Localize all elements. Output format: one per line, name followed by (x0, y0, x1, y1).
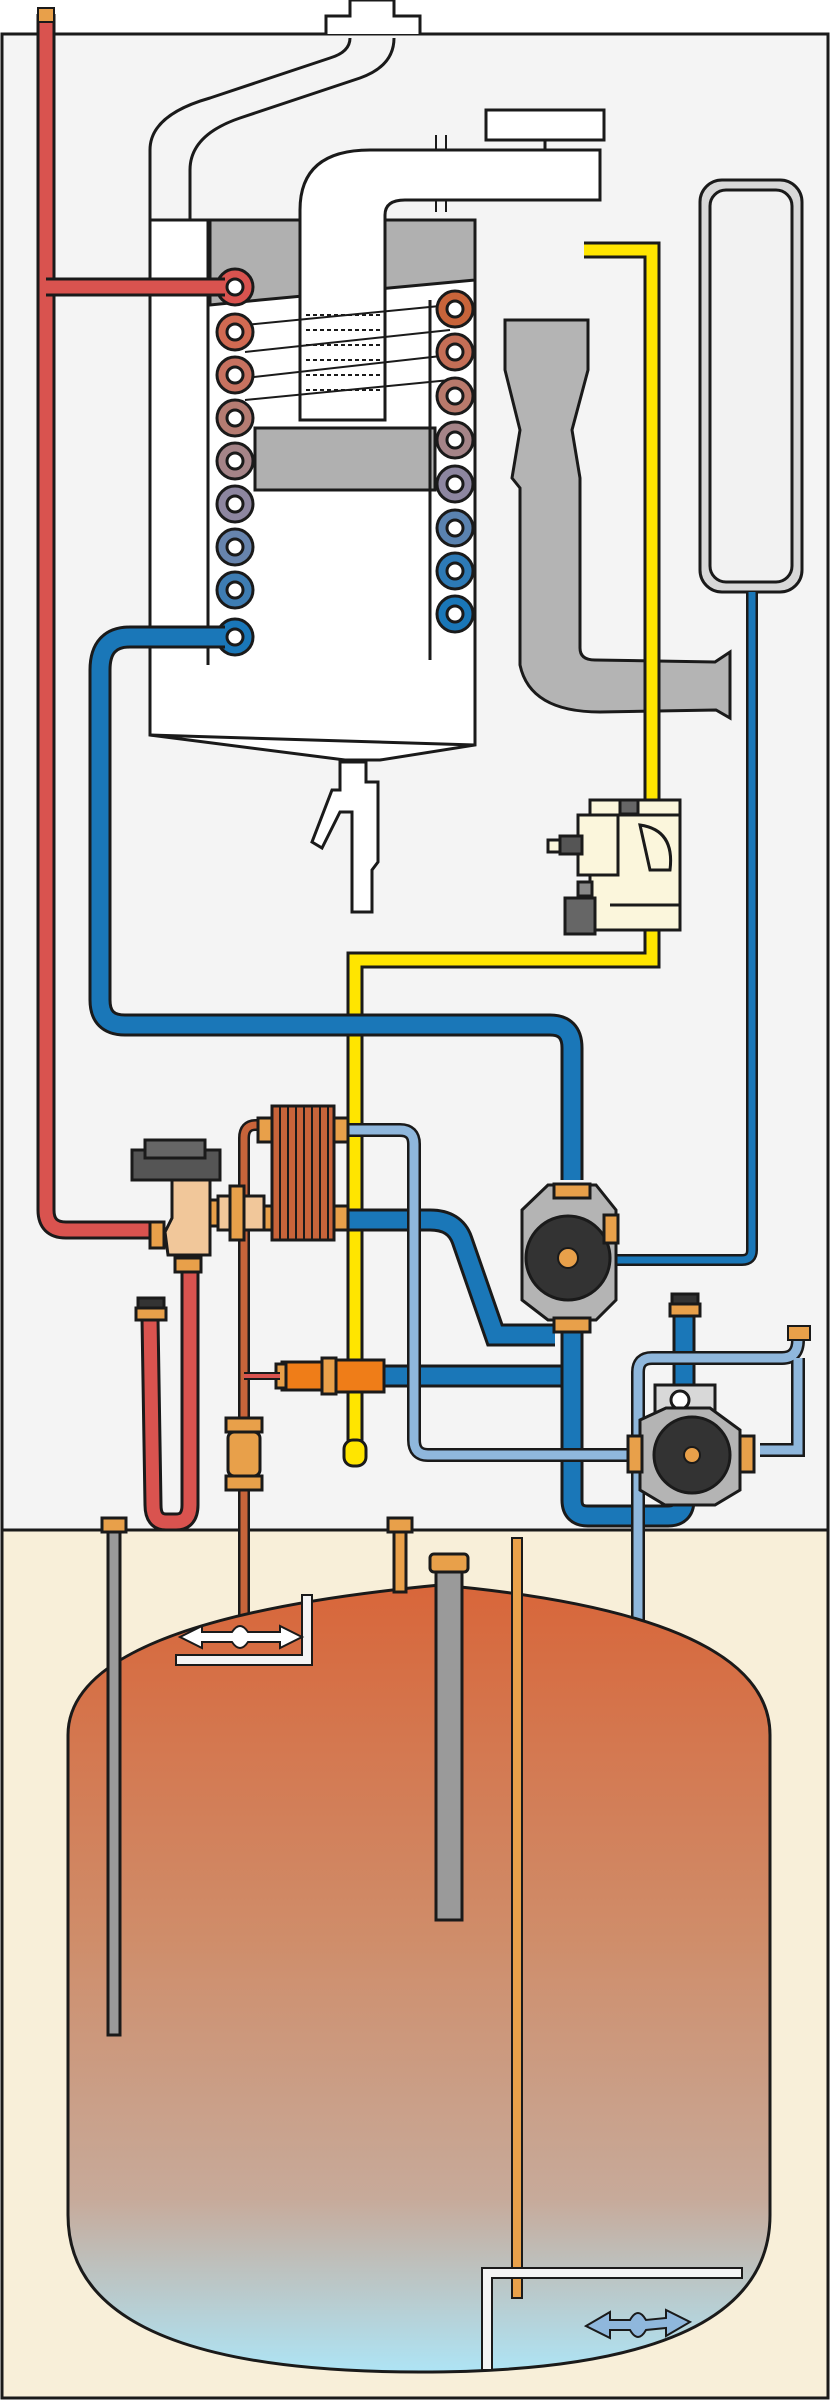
cold-inlet-pipe-fill (633, 1330, 803, 2300)
gas-valve (546, 798, 682, 936)
tank-sensor-thin (511, 1537, 523, 2299)
insulation-middle (253, 426, 437, 492)
air-duct-inner (188, 37, 396, 665)
coil-right (435, 289, 475, 634)
expansion-line-fill (610, 592, 756, 1264)
plate-heat-exchanger (216, 1104, 350, 1242)
air-duct-outer (148, 37, 352, 735)
coil-left (215, 267, 255, 657)
bottom-diffuser-arrows (583, 2308, 693, 2340)
top-diffuser (175, 1594, 313, 1666)
hot-water-tank (66, 1583, 772, 2374)
dhw-pipe-fill (340, 1125, 640, 1460)
flue-outlet (324, 0, 422, 34)
flow-pipe-cap (37, 7, 55, 23)
chamber-floor (149, 733, 476, 747)
return-pipe-blue-fill (91, 628, 581, 1180)
cold-inlet-fitting (787, 1325, 811, 1341)
primary-pump (520, 1182, 620, 1334)
gas-pipe-fill (349, 244, 658, 1448)
secondary-pump (626, 1292, 756, 1507)
flow-pipe-red-fill (39, 14, 160, 1237)
bottom-diffuser (481, 2267, 743, 2371)
flue-elbow (298, 148, 602, 422)
air-intake (503, 318, 732, 721)
condensate-trap (310, 760, 380, 914)
red-loop-pipe-fill (143, 1262, 197, 1529)
coil-links (244, 304, 451, 401)
gas-inlet-cap (342, 1438, 368, 1468)
tank-fitting-top (386, 1516, 414, 1594)
expansion-vessel-inner (708, 188, 794, 584)
bypass-valve (274, 1356, 386, 1396)
anode-rod (428, 1552, 470, 1922)
primary-to-plate-fill (340, 1211, 555, 1344)
tank-sensor-rod-left (100, 1516, 128, 2037)
top-diffuser-arrows (177, 1624, 305, 1650)
filter (224, 1416, 264, 1492)
fan-motor (484, 108, 606, 142)
